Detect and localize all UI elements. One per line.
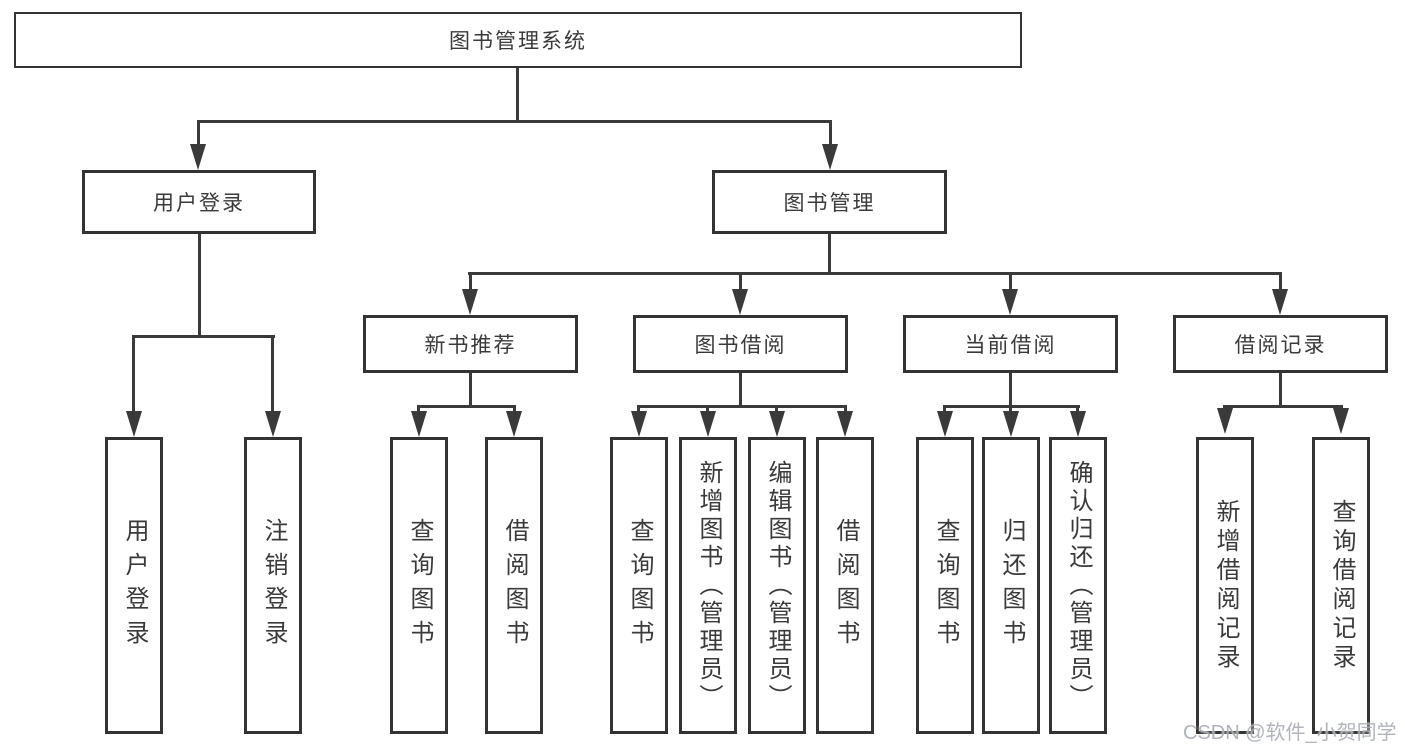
edge-arrowhead <box>126 411 142 437</box>
edge-arrowhead <box>1333 408 1349 434</box>
leaf-return-books-label: 归还图书 <box>998 517 1025 654</box>
edge-arrowhead <box>506 411 522 437</box>
edge-vline <box>739 373 742 408</box>
edge-vline <box>198 234 201 338</box>
edge-vline <box>828 234 831 275</box>
edge-arrowhead <box>1217 408 1233 434</box>
node-book-borrowing-label: 图书借阅 <box>694 334 787 357</box>
leaf-edit-books-admin: 编辑图书（管理员） <box>748 437 806 734</box>
node-new-book-recommend-label: 新书推荐 <box>424 334 517 357</box>
leaf-query-books-recommend-label: 查询图书 <box>406 517 433 654</box>
edge-vline <box>1279 272 1282 291</box>
edge-vline <box>829 120 832 146</box>
leaf-query-books-current: 查询图书 <box>916 437 974 734</box>
edge-arrowhead <box>937 411 953 437</box>
edge-hline <box>197 120 832 123</box>
node-current-borrowing-label: 当前借阅 <box>964 334 1057 357</box>
leaf-query-books-recommend: 查询图书 <box>390 437 448 734</box>
edge-vline <box>469 272 472 291</box>
leaf-return-books: 归还图书 <box>982 437 1040 734</box>
edge-vline <box>417 405 420 414</box>
node-new-book-recommend: 新书推荐 <box>363 315 578 373</box>
edge-vline <box>197 120 200 146</box>
edge-vline <box>775 405 778 414</box>
edge-vline <box>513 405 516 414</box>
edge-arrowhead <box>769 411 785 437</box>
leaf-confirm-return-admin: 确认归还（管理员） <box>1049 437 1107 734</box>
edge-vline <box>1009 373 1012 408</box>
edge-vline <box>844 405 847 414</box>
edge-vline <box>739 272 742 291</box>
edge-vline <box>706 405 709 414</box>
edge-hline <box>1223 405 1343 408</box>
edge-arrowhead <box>265 411 281 437</box>
leaf-borrow-books-recommend-label: 借阅图书 <box>501 517 528 654</box>
node-book-borrowing: 图书借阅 <box>633 315 848 373</box>
leaf-add-borrow-record-label: 新增借阅记录 <box>1212 498 1239 673</box>
edge-arrowhead <box>822 144 838 170</box>
edge-vline <box>132 335 135 413</box>
edge-hline <box>637 405 847 408</box>
node-user-login-label: 用户登录 <box>153 192 245 215</box>
leaf-add-books-admin-label: 新增图书（管理员） <box>695 459 722 712</box>
edge-vline <box>943 405 946 414</box>
edge-hline <box>417 405 516 408</box>
edge-arrowhead <box>732 289 748 315</box>
edge-arrowhead <box>190 144 206 170</box>
leaf-user-login-label: 用户登录 <box>121 517 148 654</box>
edge-hline <box>468 272 1282 275</box>
edge-arrowhead <box>631 411 647 437</box>
leaf-query-books-borrow-label: 查询图书 <box>626 517 653 654</box>
edge-arrowhead <box>462 289 478 315</box>
leaf-borrow-books-recommend: 借阅图书 <box>485 437 543 734</box>
leaf-logout: 注销登录 <box>244 437 302 734</box>
leaf-borrow-books-label: 借阅图书 <box>832 517 859 654</box>
leaf-logout-label: 注销登录 <box>260 517 287 654</box>
edge-arrowhead <box>837 411 853 437</box>
edge-arrowhead <box>700 411 716 437</box>
leaf-query-books-borrow: 查询图书 <box>610 437 668 734</box>
edge-hline <box>132 335 275 338</box>
edge-vline <box>1009 272 1012 291</box>
node-current-borrowing: 当前借阅 <box>903 315 1118 373</box>
leaf-confirm-return-admin-label: 确认归还（管理员） <box>1065 459 1092 712</box>
node-root: 图书管理系统 <box>14 12 1022 68</box>
leaf-borrow-books: 借阅图书 <box>816 437 874 734</box>
node-book-management: 图书管理 <box>712 170 947 234</box>
edge-arrowhead <box>1070 411 1086 437</box>
node-book-management-label: 图书管理 <box>783 192 876 215</box>
node-borrow-records-label: 借阅记录 <box>1234 334 1327 357</box>
edge-vline <box>1076 405 1079 414</box>
leaf-query-borrow-record-label: 查询借阅记录 <box>1328 498 1355 673</box>
edge-vline <box>271 335 274 413</box>
leaf-add-borrow-record: 新增借阅记录 <box>1196 437 1254 734</box>
node-user-login: 用户登录 <box>82 170 316 234</box>
leaf-query-books-current-label: 查询图书 <box>932 517 959 654</box>
edge-vline <box>516 68 519 121</box>
leaf-query-borrow-record: 查询借阅记录 <box>1312 437 1370 734</box>
edge-arrowhead <box>1003 411 1019 437</box>
csdn-watermark: CSDN @软件_小贺同学 <box>1183 722 1397 744</box>
edge-arrowhead <box>411 411 427 437</box>
edge-vline <box>469 373 472 408</box>
edge-arrowhead <box>1002 289 1018 315</box>
leaf-edit-books-admin-label: 编辑图书（管理员） <box>764 459 791 712</box>
leaf-add-books-admin: 新增图书（管理员） <box>679 437 737 734</box>
edge-vline <box>637 405 640 414</box>
edge-arrowhead <box>1272 289 1288 315</box>
node-root-label: 图书管理系统 <box>449 30 587 53</box>
leaf-user-login: 用户登录 <box>105 437 163 734</box>
node-borrow-records: 借阅记录 <box>1173 315 1388 373</box>
edge-vline <box>1279 373 1282 408</box>
edge-vline <box>1009 405 1012 414</box>
